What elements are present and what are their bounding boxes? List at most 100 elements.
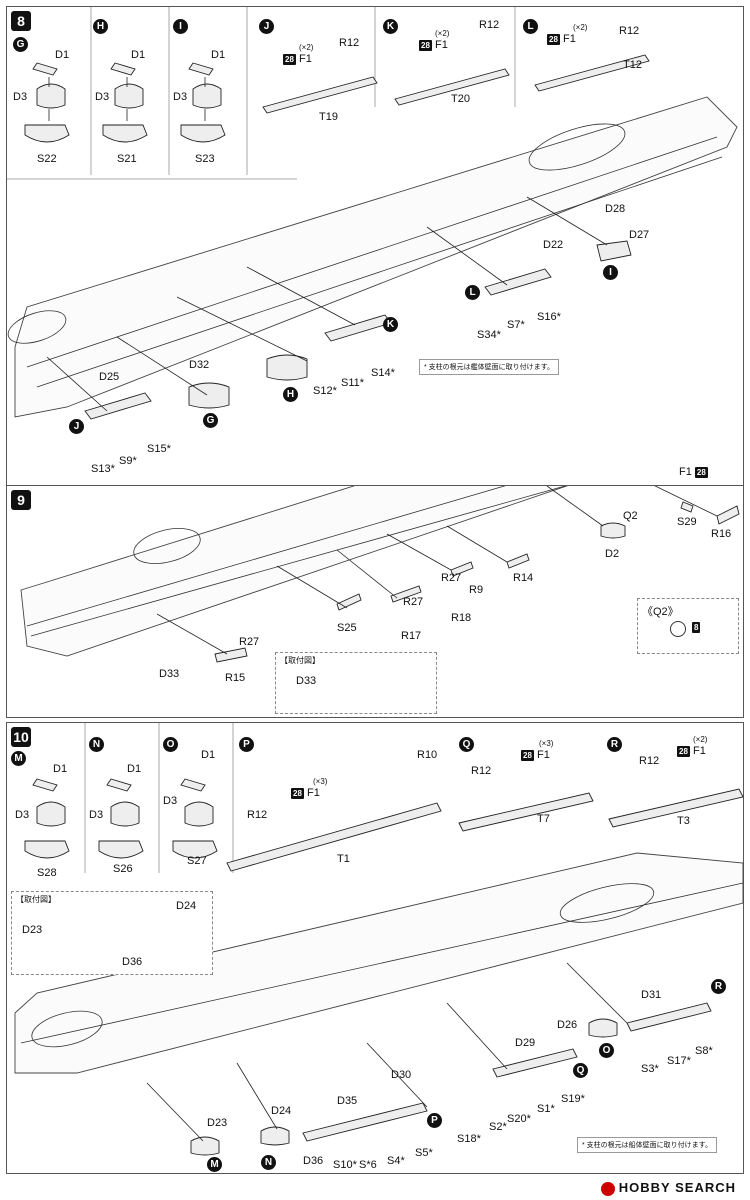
marker-o: O [599,1043,614,1058]
part-label: D1 [131,49,146,61]
assembly-note: * 支柱の根元は船体壁面に取り付けます。 [577,1137,717,1153]
marker-h: H [93,19,108,34]
part-label: S19* [561,1093,585,1105]
part-label: D36 [122,956,143,968]
part-label: D30 [391,1069,412,1081]
marker-p: P [427,1113,442,1128]
part-label: D33 [159,668,180,680]
part-label: T20 [451,93,470,105]
part-label: D26 [557,1019,578,1031]
marker-q: Q [459,737,474,752]
part-label: S21 [117,153,137,165]
part-label: T3 [677,815,690,827]
part-label: R12 [639,755,660,767]
part-label: F1 [692,745,706,757]
part-label: F1 [306,787,320,799]
part-label: S10* [333,1159,357,1171]
part-label: R27 [239,636,260,648]
q2-detail-inset: 《Q2》 8 [637,598,739,654]
marker-j: J [259,19,274,34]
part-label: S18* [457,1133,481,1145]
part-label: R12 [247,809,268,821]
step-8-panel: 8 [6,6,744,486]
part-label: D32 [189,359,210,371]
part-label: S27 [187,855,207,867]
inset-title: 《Q2》 [642,606,679,618]
step-10-drawing [14,723,744,1156]
part-label: D3 [95,91,110,103]
marker-j: J [69,419,84,434]
part-label: R17 [401,630,422,642]
marker-g: G [13,37,28,52]
part-label: D3 [15,809,30,821]
part-label: D3 [173,91,188,103]
sprue-badge: 28 [521,749,534,761]
part-label: S25 [337,622,357,634]
installation-inset: 【取付図】 D33 [275,652,437,714]
part-label: R9 [469,584,484,596]
inset-title: 【取付図】 [280,656,320,665]
quantity-label: (×3) [313,777,328,786]
part-label: S16* [537,311,561,323]
part-label: D35 [337,1095,358,1107]
part-label: D22 [543,239,564,251]
part-label: T12 [623,59,642,71]
part-label: R15 [225,672,246,684]
part-label: F1 [536,749,550,761]
part-label: D24 [271,1105,292,1117]
marker-n: N [261,1155,276,1170]
part-label: S28 [37,867,57,879]
marker-r: R [711,979,726,994]
assembly-g-parts [24,62,70,143]
part-label: S3* [641,1063,659,1075]
part-label: D31 [641,989,662,1001]
marker-o: O [163,737,178,752]
quantity-label: (×2) [573,23,588,32]
part-label: F1 [679,466,692,478]
part-label: R18 [451,612,472,624]
part-label: D3 [89,809,104,821]
part-label: S26 [113,863,133,875]
part-label: D1 [211,49,226,61]
marker-i: I [173,19,188,34]
marker-i: I [603,265,618,280]
part-label: S17* [667,1055,691,1067]
part-label: S9* [119,455,137,467]
part-label: S11* [341,377,365,389]
quantity-label: (×2) [693,735,708,744]
part-label: S13* [91,463,115,475]
marker-p: P [239,737,254,752]
marker-m: M [11,751,26,766]
part-label: D25 [99,371,120,383]
step-9-panel: 9 F1 28 Q2 S29 R16 D2 R14 R27 R9 R27 R18… [6,466,744,718]
part-label: R12 [479,19,500,31]
part-label: S14* [371,367,395,379]
part-label: D29 [515,1037,536,1049]
assembly-note: * 支柱の根元は艦体壁面に取り付けます。 [419,359,559,375]
part-label: R14 [513,572,534,584]
sprue-badge: 28 [283,53,296,65]
part-label: T1 [337,853,350,865]
part-label: R10 [417,749,438,761]
q2-part-icon [670,621,686,637]
part-label: S20* [507,1113,531,1125]
part-label: S29 [677,516,697,528]
sprue-badge: 28 [419,39,432,51]
hobby-search-logo-icon [600,1182,615,1196]
part-label: R12 [619,25,640,37]
part-label: D3 [163,795,178,807]
part-label: Q2 [623,510,638,522]
part-label: R12 [339,37,360,49]
part-label: D2 [605,548,620,560]
part-label: S7* [507,319,525,331]
sprue-badge: 28 [677,745,690,757]
quantity-label: (×2) [299,43,314,52]
part-label: D24 [176,900,197,912]
part-label: S2* [489,1121,507,1133]
part-label: D3 [13,91,28,103]
part-label: S1* [537,1103,555,1115]
part-label: F1 [434,39,448,51]
part-label: S34* [477,329,501,341]
marker-k: K [383,19,398,34]
part-label: D1 [127,763,142,775]
